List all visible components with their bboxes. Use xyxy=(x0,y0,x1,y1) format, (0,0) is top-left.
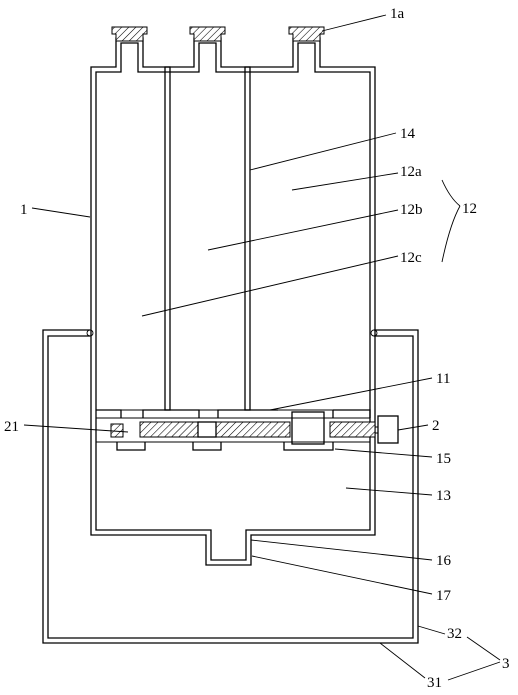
port-opening-a xyxy=(197,421,217,438)
label-12b: 12b xyxy=(400,202,423,218)
outer-container xyxy=(42,329,419,644)
label-13: 13 xyxy=(436,488,451,504)
reference-labels: 1a 14 12a 12b 12 12c 1 11 21 2 15 13 16 … xyxy=(4,6,510,691)
label-2: 2 xyxy=(432,418,440,434)
label-1: 1 xyxy=(20,202,28,218)
inner-vessel xyxy=(90,37,376,566)
chamber-partitions xyxy=(164,66,251,411)
valve-plate-2 xyxy=(215,421,291,438)
partition-right xyxy=(244,66,251,411)
valve-plate-1 xyxy=(139,421,199,438)
label-14: 14 xyxy=(400,126,416,142)
label-16: 16 xyxy=(436,553,452,569)
label-1a: 1a xyxy=(390,6,405,22)
valve-plate-3 xyxy=(329,421,376,438)
label-12: 12 xyxy=(462,201,477,217)
bottom-plate-assembly xyxy=(96,409,399,451)
cap-middle xyxy=(189,26,226,42)
label-12c: 12c xyxy=(400,250,422,266)
label-21: 21 xyxy=(4,419,19,435)
seal-ring-right xyxy=(370,329,378,337)
leader-lines xyxy=(23,14,501,681)
label-11: 11 xyxy=(436,371,450,387)
label-17: 17 xyxy=(436,588,452,604)
seal-ring-left xyxy=(86,329,94,337)
shaft-end-21 xyxy=(110,423,124,438)
label-12a: 12a xyxy=(400,164,422,180)
neck-caps xyxy=(111,26,325,42)
label-3: 3 xyxy=(502,656,510,672)
partition-left xyxy=(164,66,171,411)
cap-right xyxy=(288,26,325,42)
label-31: 31 xyxy=(427,675,442,691)
port-opening-15 xyxy=(291,411,325,445)
label-15: 15 xyxy=(436,451,451,467)
cap-left xyxy=(111,26,148,42)
label-32: 32 xyxy=(447,626,462,642)
knob-2 xyxy=(377,415,399,444)
